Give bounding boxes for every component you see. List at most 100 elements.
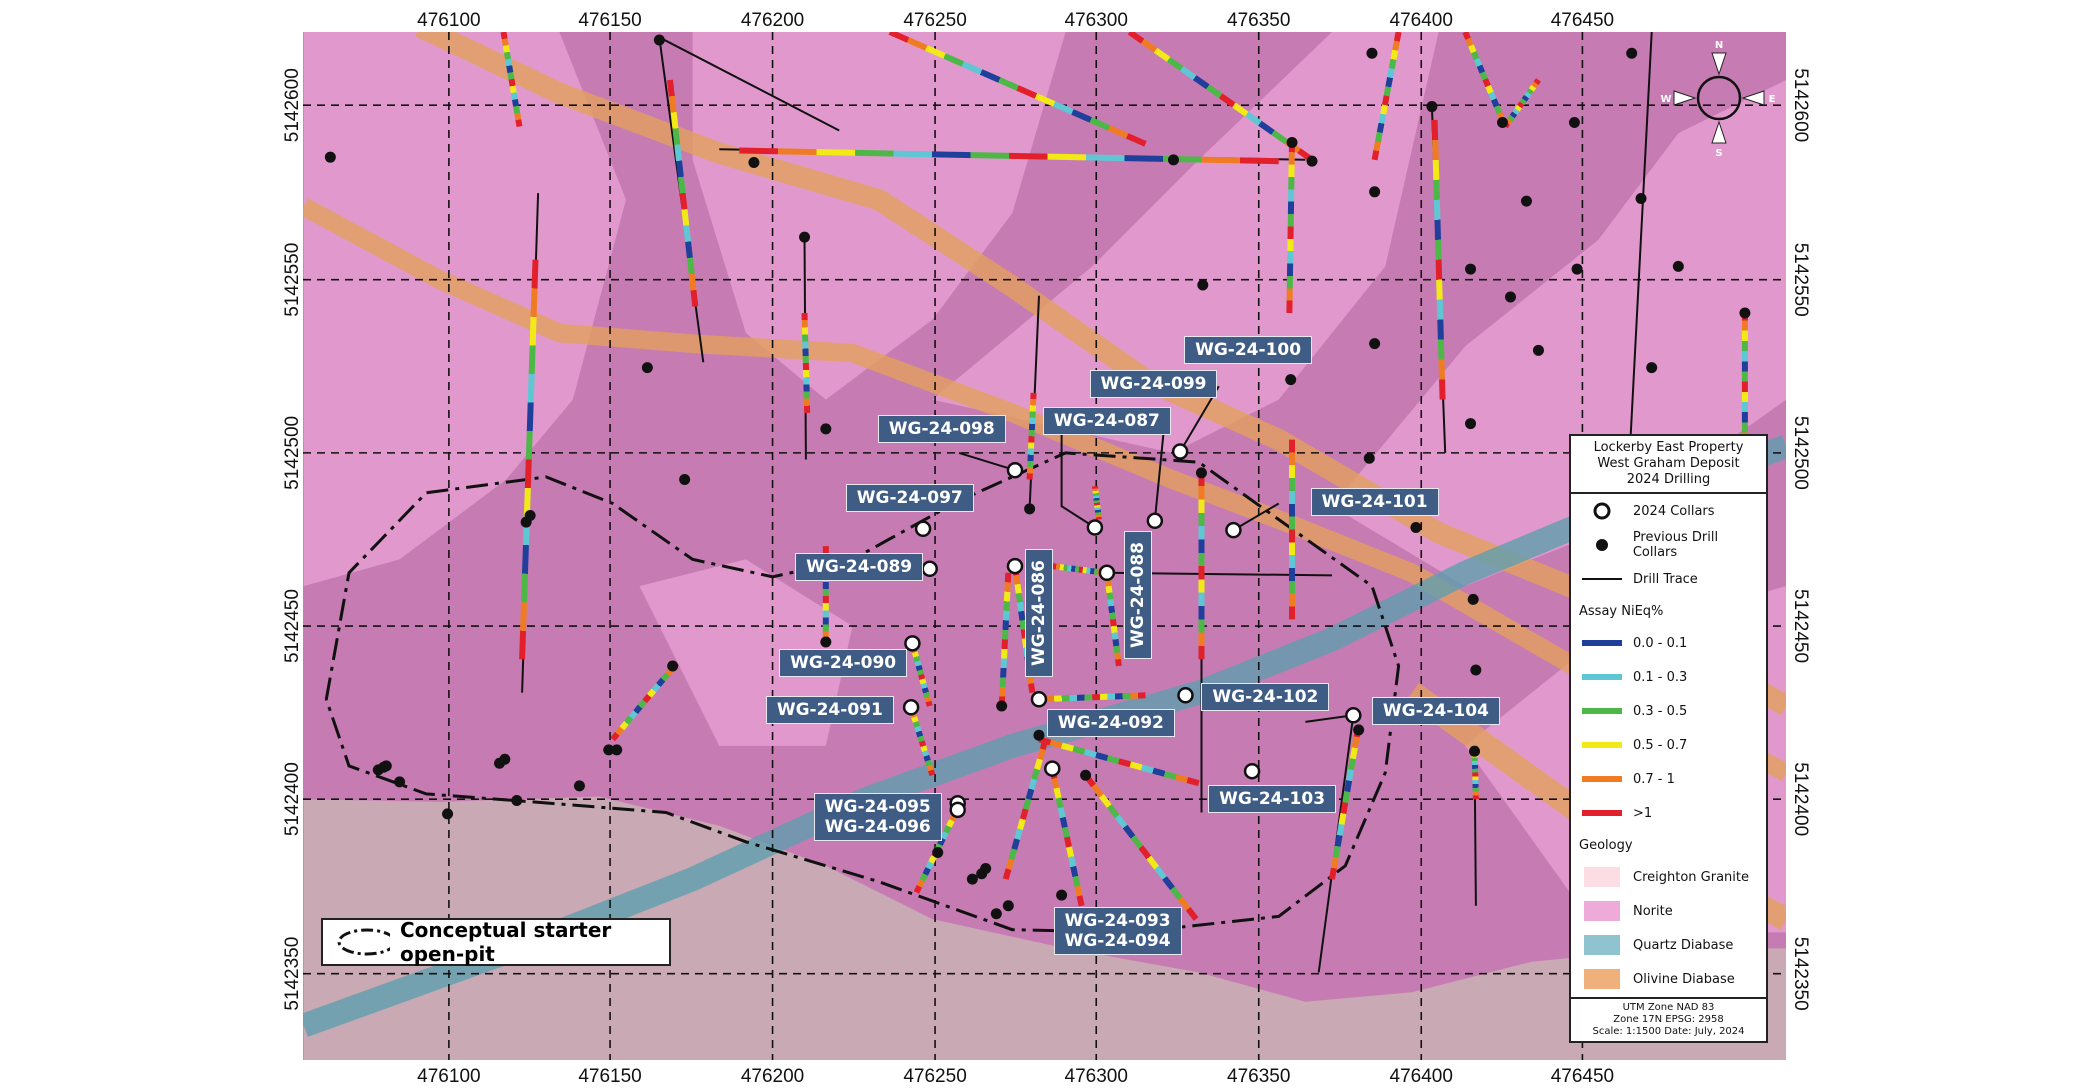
previous-collar[interactable] <box>603 744 615 756</box>
2024-collar[interactable] <box>904 635 921 652</box>
previous-collar[interactable] <box>1465 418 1477 430</box>
hole-label-wg-24-087[interactable]: WG-24-087 <box>1042 406 1171 435</box>
2024-collar[interactable] <box>1006 461 1024 479</box>
previous-collar[interactable] <box>1002 900 1014 912</box>
2024-collar[interactable] <box>1345 707 1362 724</box>
previous-collar[interactable] <box>996 700 1008 712</box>
filled-circle-icon <box>1595 539 1608 551</box>
hole-label-wg-24-102[interactable]: WG-24-102 <box>1201 682 1330 711</box>
previous-collar[interactable] <box>653 34 665 46</box>
2024-collar[interactable] <box>914 520 932 538</box>
previous-collar[interactable] <box>611 744 623 756</box>
previous-collar[interactable] <box>1626 47 1638 59</box>
previous-collar[interactable] <box>820 423 832 435</box>
previous-collar[interactable] <box>1467 593 1479 605</box>
hole-label-wg-24-099[interactable]: WG-24-099 <box>1089 369 1218 398</box>
previous-collar[interactable] <box>1646 362 1658 374</box>
2024-collar[interactable] <box>1006 557 1024 575</box>
previous-collar[interactable] <box>966 873 978 885</box>
previous-collar[interactable] <box>1369 338 1381 350</box>
legend-item-previous-collars: Previous Drill Collars <box>1571 528 1766 562</box>
2024-collar[interactable] <box>921 560 938 578</box>
previous-collar[interactable] <box>1286 137 1298 149</box>
previous-collar[interactable] <box>1080 769 1092 781</box>
previous-collar[interactable] <box>1033 729 1045 741</box>
2024-collar[interactable] <box>1243 762 1261 780</box>
previous-collar[interactable] <box>1363 452 1375 464</box>
2024-collar[interactable] <box>902 699 920 716</box>
previous-collar[interactable] <box>1672 260 1684 272</box>
hole-label-wg-24-088[interactable]: WG-24-088 <box>1123 531 1152 660</box>
previous-collar[interactable] <box>442 808 454 820</box>
previous-collar[interactable] <box>1635 192 1647 204</box>
hole-label-wg-24-091[interactable]: WG-24-091 <box>765 695 894 724</box>
previous-collar[interactable] <box>679 474 691 486</box>
previous-collar[interactable] <box>1568 117 1580 129</box>
previous-collar[interactable] <box>1571 263 1583 275</box>
previous-collar[interactable] <box>380 760 392 772</box>
previous-collar[interactable] <box>667 660 679 672</box>
assay-trace <box>909 642 933 707</box>
previous-collar[interactable] <box>1469 745 1481 757</box>
previous-collar[interactable] <box>1426 101 1438 113</box>
2024-collar[interactable] <box>1086 519 1104 536</box>
hole-label-wg-24-090[interactable]: WG-24-090 <box>779 649 908 678</box>
previous-collar[interactable] <box>932 846 944 858</box>
2024-collar[interactable] <box>1177 687 1194 704</box>
2024-collar[interactable] <box>1098 564 1116 582</box>
2024-collar[interactable] <box>1171 443 1189 460</box>
previous-collar[interactable] <box>748 157 760 169</box>
legend-assay-item: >1 <box>1571 796 1766 830</box>
previous-collar[interactable] <box>499 753 511 765</box>
previous-collar[interactable] <box>1369 186 1381 198</box>
previous-collar[interactable] <box>1195 467 1207 479</box>
2024-collar[interactable] <box>949 801 966 819</box>
hole-label-wg-24-100[interactable]: WG-24-100 <box>1184 336 1313 365</box>
previous-collar[interactable] <box>1532 344 1544 356</box>
previous-collar[interactable] <box>1496 117 1508 129</box>
previous-collar[interactable] <box>820 636 832 648</box>
previous-collar[interactable] <box>1504 291 1516 303</box>
previous-collar[interactable] <box>1410 521 1422 533</box>
2024-collar[interactable] <box>1044 760 1061 777</box>
previous-collar[interactable] <box>976 868 988 880</box>
assay-swatch <box>1582 776 1622 782</box>
previous-collar[interactable] <box>1739 307 1751 319</box>
previous-collar[interactable] <box>1470 664 1482 676</box>
hole-label-wg-24-092[interactable]: WG-24-092 <box>1046 709 1175 738</box>
hole-label-wg-24-097[interactable]: WG-24-097 <box>845 484 974 513</box>
previous-collar[interactable] <box>324 151 336 163</box>
previous-collar[interactable] <box>799 231 811 243</box>
previous-collar[interactable] <box>1366 47 1378 59</box>
previous-collar[interactable] <box>1306 155 1318 167</box>
previous-collar[interactable] <box>524 509 536 521</box>
legend-label: Creighton Granite <box>1633 869 1749 885</box>
previous-collar[interactable] <box>1056 889 1068 901</box>
hole-label-wg-24-101[interactable]: WG-24-101 <box>1310 488 1439 517</box>
2024-collar[interactable] <box>1030 691 1048 708</box>
hole-label-wg-24-103[interactable]: WG-24-103 <box>1208 785 1337 814</box>
2024-collar[interactable] <box>1146 512 1164 530</box>
geology-swatch <box>1584 935 1620 955</box>
previous-collar[interactable] <box>1197 279 1209 291</box>
previous-collar[interactable] <box>1353 724 1365 736</box>
previous-collar[interactable] <box>1024 503 1036 515</box>
assay-swatch <box>1582 810 1622 816</box>
previous-collar[interactable] <box>394 776 406 788</box>
hole-label-wg-24-086[interactable]: WG-24-086 <box>1024 548 1053 677</box>
hole-label-wg-24-089[interactable]: WG-24-089 <box>795 553 924 582</box>
hole-label-wg-24-104[interactable]: WG-24-104 <box>1371 697 1500 726</box>
previous-collar[interactable] <box>511 795 523 807</box>
previous-collar[interactable] <box>573 780 585 792</box>
hole-label-wg-24-098[interactable]: WG-24-098 <box>877 414 1006 443</box>
previous-collar[interactable] <box>1167 154 1179 166</box>
previous-collar[interactable] <box>1520 195 1532 207</box>
olivine-diabase-band <box>303 198 1786 781</box>
previous-collar[interactable] <box>990 908 1002 920</box>
2024-collar[interactable] <box>1225 521 1242 539</box>
previous-collar[interactable] <box>1285 374 1297 386</box>
previous-collar[interactable] <box>1465 263 1477 275</box>
previous-collar[interactable] <box>641 362 653 374</box>
